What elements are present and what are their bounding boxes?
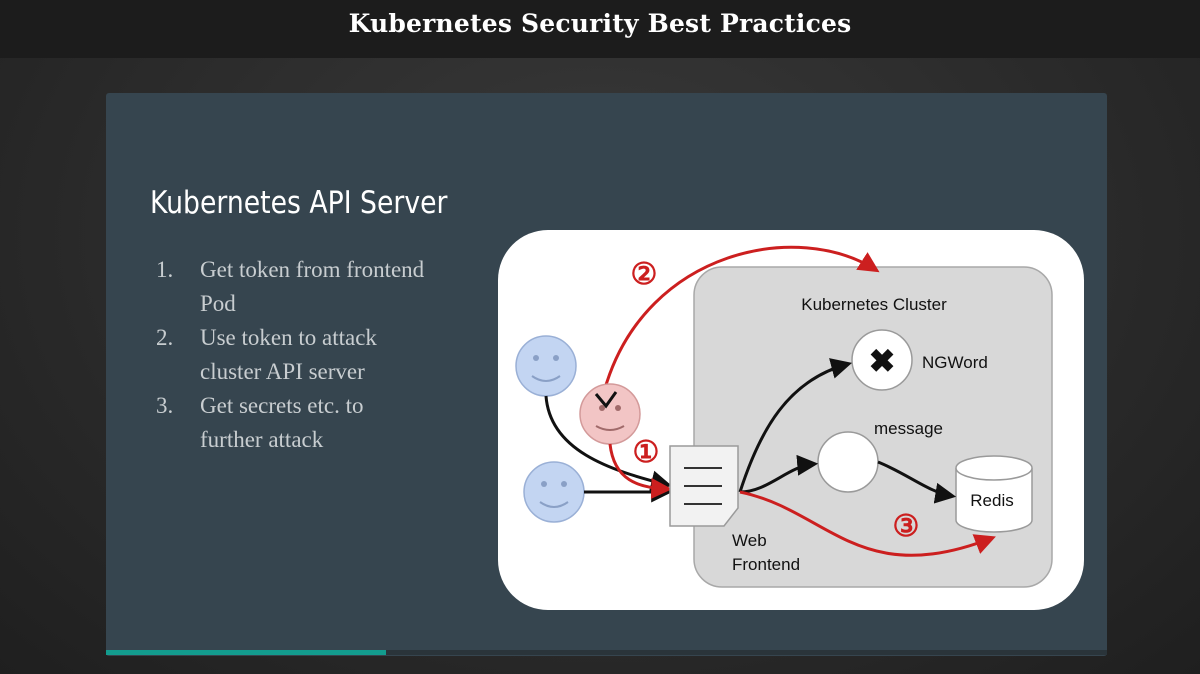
slide-heading: Kubernetes API Server	[150, 185, 448, 221]
step-item: 2. Use token to attack cluster API serve…	[156, 321, 430, 389]
slide-progress-track	[106, 650, 1107, 655]
attack-path-2	[604, 245, 880, 386]
step-item: 3. Get secrets etc. to further attack	[156, 389, 430, 457]
frontend-to-ngword	[738, 358, 853, 493]
attack-path-3	[739, 490, 996, 557]
user-icon	[523, 461, 585, 523]
web-frontend-label: Web	[732, 531, 767, 550]
web-frontend-label: Frontend	[732, 555, 800, 574]
ngword-label: NGWord	[922, 353, 988, 372]
cluster-label: Kubernetes Cluster	[801, 295, 947, 314]
marker-3: ③	[893, 510, 920, 543]
web-frontend-icon	[669, 445, 739, 527]
step-text: Use token to attack cluster API server	[200, 325, 377, 384]
message-node	[817, 431, 879, 493]
message-label: message	[874, 419, 943, 438]
message-to-redis	[877, 460, 957, 504]
slide: Kubernetes API Server 1. Get token from …	[106, 93, 1107, 656]
redis-db-icon	[955, 455, 1033, 533]
step-number: 1.	[156, 257, 174, 282]
marker-1: ①	[633, 436, 660, 469]
step-text: Get secrets etc. to further attack	[200, 393, 364, 452]
slide-progress-fill	[106, 650, 387, 655]
frontend-to-message	[739, 454, 819, 494]
user-flow	[544, 395, 673, 492]
deck-header: Kubernetes Security Best Practices	[0, 0, 1200, 58]
attacker-icon	[579, 383, 641, 445]
attack-path-1	[608, 443, 673, 499]
user-icon	[515, 335, 577, 397]
steps-list: 1. Get token from frontend Pod 2. Use to…	[156, 253, 430, 457]
step-item: 1. Get token from frontend Pod	[156, 253, 430, 321]
marker-2: ②	[631, 258, 658, 291]
deck-title: Kubernetes Security Best Practices	[348, 8, 852, 38]
close-icon: ✖	[869, 343, 896, 379]
step-number: 2.	[156, 325, 174, 350]
attack-diagram: Kubernetes Cluster ② ①	[498, 230, 1084, 610]
step-number: 3.	[156, 393, 174, 418]
redis-label: Redis	[970, 491, 1013, 510]
step-text: Get token from frontend Pod	[200, 257, 425, 316]
